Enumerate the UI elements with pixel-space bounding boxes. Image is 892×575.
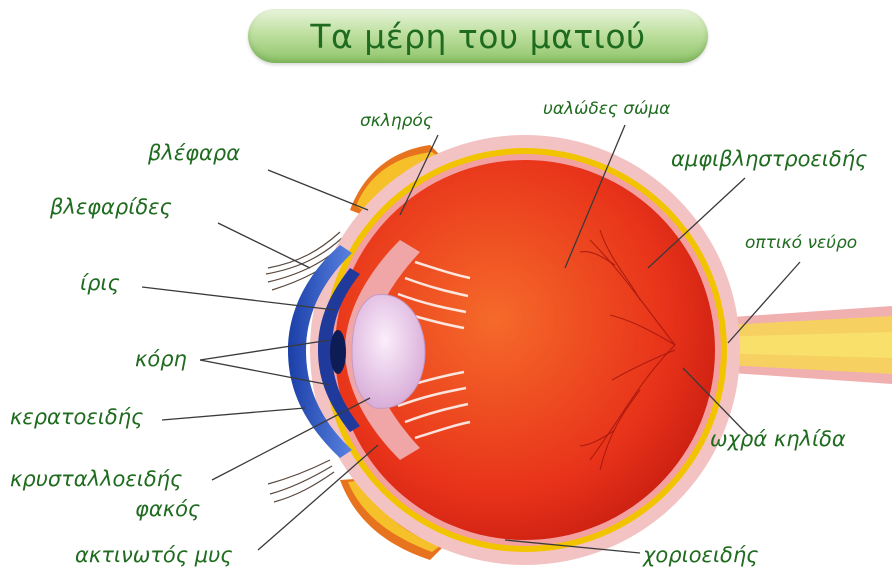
label-ciliary-muscle: ακτινωτός μυς — [75, 543, 233, 567]
label-eyelids: βλέφαρα — [147, 141, 240, 165]
label-optic-nerve: οπτικό νεύρο — [745, 233, 857, 253]
label-pupil: κόρη — [135, 347, 187, 371]
label-cornea: κερατοειδής — [10, 405, 143, 429]
label-eyelashes: βλεφαρίδες — [49, 195, 172, 219]
label-lens-line1: κρυσταλλοειδής — [10, 467, 182, 491]
label-blind-spot: ωχρά κηλίδα — [710, 427, 846, 451]
pupil — [330, 330, 346, 374]
label-iris: ίρις — [80, 271, 120, 295]
label-retina: αμφιβληστροειδής — [671, 147, 867, 171]
label-lens-line2: φακός — [135, 497, 200, 521]
label-vitreous-body: υαλώδες σώμα — [543, 99, 670, 119]
label-choroid: χοριοειδής — [642, 543, 759, 567]
label-sclera: σκληρός — [360, 111, 433, 131]
